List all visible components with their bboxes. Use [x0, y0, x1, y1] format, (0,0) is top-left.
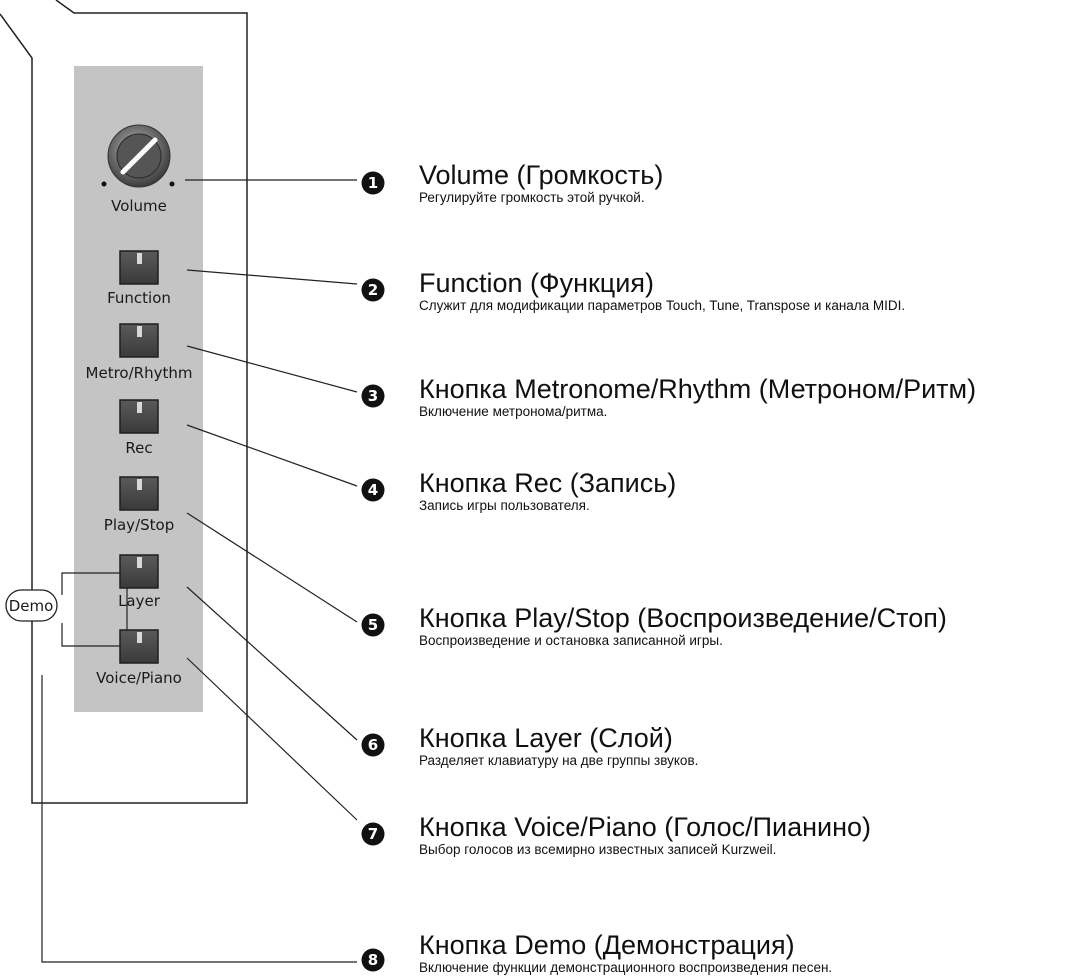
callout-badge-2: 2 — [361, 278, 385, 302]
callout-play-stop: Кнопка Play/Stop (Воспроизведение/Стоп) … — [419, 603, 1089, 649]
callout-title: Volume (Громкость) — [419, 160, 664, 190]
voice-piano-button[interactable] — [119, 629, 159, 664]
callout-desc: Служит для модификации параметров Touch,… — [419, 298, 906, 313]
callout-badge-5: 5 — [361, 613, 385, 637]
layer-label: Layer — [118, 592, 161, 610]
callout-desc: Запись игры пользователя. — [419, 498, 590, 513]
callout-metronome: Кнопка Metronome/Rhythm (Метроном/Ритм) … — [419, 374, 1089, 420]
callout-desc: Воспроизведение и остановка записанной и… — [419, 633, 723, 648]
callout-volume: Volume (Громкость) Регулируйте громкость… — [419, 160, 1089, 206]
callout-badge-7: 7 — [361, 822, 385, 846]
callout-title: Кнопка Demo (Демонстрация) — [419, 930, 795, 960]
callout-desc: Выбор голосов из всемирно известных запи… — [419, 842, 777, 857]
callout-badge-1-number: 1 — [368, 174, 378, 192]
demo-button[interactable] — [5, 589, 58, 622]
volume-knob[interactable] — [101, 124, 175, 188]
function-label: Function — [107, 289, 171, 307]
callout-badge-7-number: 7 — [368, 825, 378, 843]
callout-demo: Кнопка Demo (Демонстрация) Включение фун… — [419, 930, 1089, 976]
play-stop-button[interactable] — [119, 476, 159, 511]
callout-title: Кнопка Voice/Piano (Голос/Пианино) — [419, 812, 872, 842]
callout-title: Кнопка Rec (Запись) — [419, 468, 677, 498]
metro-rhythm-button[interactable] — [119, 323, 159, 358]
callout-badge-8-number: 8 — [368, 951, 378, 969]
callout-desc: Включение метронома/ритма. — [419, 404, 608, 419]
rec-button[interactable] — [119, 399, 159, 434]
callout-voice-piano: Кнопка Voice/Piano (Голос/Пианино) Выбор… — [419, 812, 1089, 858]
callout-title: Function (Функция) — [419, 268, 654, 298]
callout-badge-4: 4 — [361, 478, 385, 502]
callout-badge-5-number: 5 — [368, 616, 378, 634]
callout-title: Кнопка Layer (Слой) — [419, 723, 673, 753]
callout-badge-2-number: 2 — [368, 281, 378, 299]
metro-rhythm-label: Metro/Rhythm — [86, 364, 193, 382]
callout-desc: Регулируйте громкость этой ручкой. — [419, 190, 645, 205]
callout-title: Кнопка Play/Stop (Воспроизведение/Стоп) — [419, 603, 947, 633]
callout-rec: Кнопка Rec (Запись) Запись игры пользова… — [419, 468, 1089, 514]
callout-desc: Включение функции демонстрационного восп… — [419, 960, 833, 975]
callout-function: Function (Функция) Служит для модификаци… — [419, 268, 1089, 314]
instrument-outline — [0, 0, 248, 804]
callout-badge-3-number: 3 — [368, 387, 378, 405]
voice-piano-label: Voice/Piano — [96, 669, 182, 687]
rec-label: Rec — [125, 439, 152, 457]
callout-badge-6-number: 6 — [368, 736, 378, 754]
callout-badge-8: 8 — [361, 948, 385, 972]
function-button[interactable] — [119, 250, 159, 285]
callout-title: Кнопка Metronome/Rhythm (Метроном/Ритм) — [419, 374, 977, 404]
callout-badge-1: 1 — [361, 171, 385, 195]
callout-layer: Кнопка Layer (Слой) Разделяет клавиатуру… — [419, 723, 1089, 769]
callout-badge-4-number: 4 — [368, 481, 378, 499]
callout-badge-6: 6 — [361, 733, 385, 757]
layer-button[interactable] — [119, 554, 159, 589]
callout-desc: Разделяет клавиатуру на две группы звуко… — [419, 753, 699, 768]
callout-badge-3: 3 — [361, 384, 385, 408]
demo-label: Demo — [9, 597, 54, 615]
volume-label: Volume — [111, 197, 167, 215]
play-stop-label: Play/Stop — [104, 516, 174, 534]
leader-lines — [41, 179, 358, 963]
